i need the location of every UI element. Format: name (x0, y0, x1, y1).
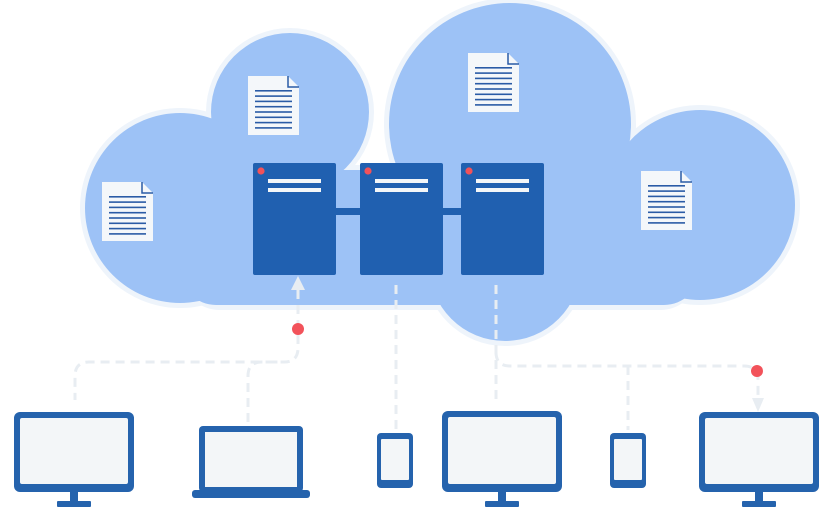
monitor-icon (699, 412, 819, 507)
document-icon (641, 171, 692, 230)
connector-lines (73, 285, 760, 430)
desktop-monitor-2[interactable] (442, 411, 562, 507)
monitor-icon (14, 412, 134, 507)
document-icon (468, 53, 519, 112)
server-icon (461, 163, 544, 275)
download-arrow-icon (752, 398, 764, 412)
phone-2[interactable] (610, 433, 646, 488)
status-dot (364, 167, 372, 175)
phone-icon (377, 433, 413, 488)
document-icon (248, 76, 299, 135)
connector-laptop (246, 360, 284, 422)
connector-desktop-3 (494, 351, 760, 400)
phone-icon (610, 433, 646, 488)
server-link (442, 208, 462, 215)
status-dot (257, 167, 265, 175)
server-group (253, 163, 544, 275)
status-dot (465, 167, 473, 175)
server-link (335, 208, 361, 215)
desktop-monitor-3[interactable] (699, 412, 819, 507)
connector-desktop-1 (73, 290, 300, 400)
monitor-icon (442, 411, 562, 507)
status-dot (751, 365, 763, 377)
server-icon (360, 163, 443, 275)
document-group (102, 53, 692, 241)
document-icon (102, 182, 153, 241)
upload-arrow-icon (291, 276, 305, 290)
phone-1[interactable] (377, 433, 413, 488)
server-links (335, 208, 462, 215)
laptop-icon (192, 426, 310, 498)
status-dot (292, 323, 304, 335)
server-icon (253, 163, 336, 275)
laptop-1[interactable] (192, 426, 310, 498)
desktop-monitor-1[interactable] (14, 412, 134, 507)
